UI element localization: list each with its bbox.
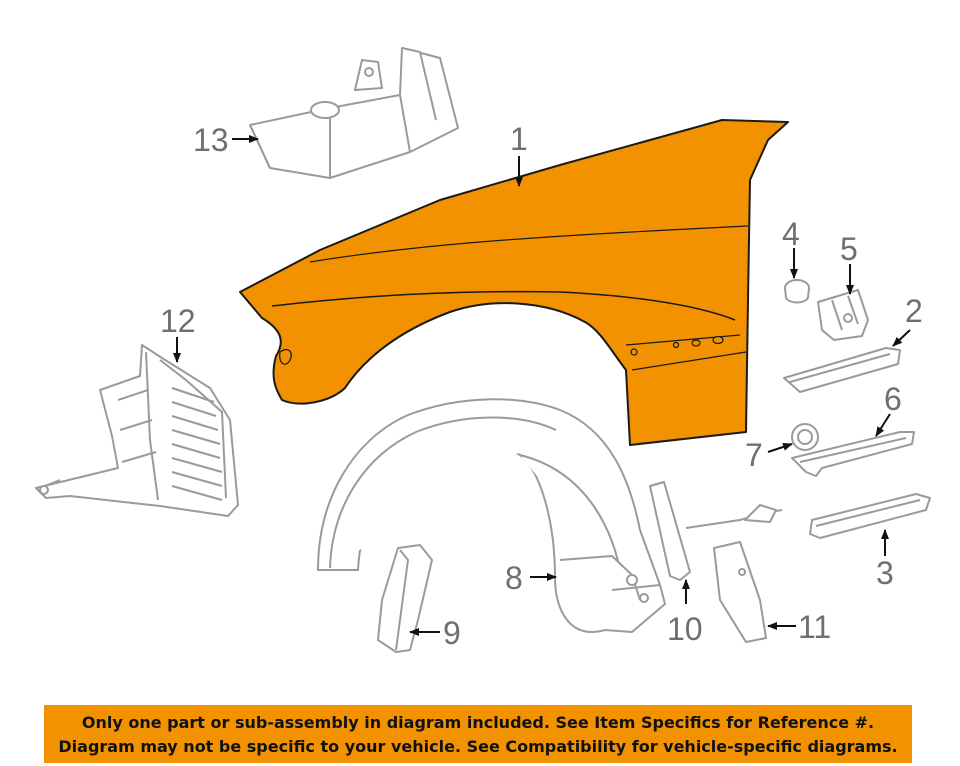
part-12-bumper-bracket[interactable]	[35, 344, 239, 517]
callout-2-arrow	[892, 329, 911, 347]
callout-6: 6	[884, 381, 902, 417]
callout-11: 11	[798, 609, 831, 645]
disclaimer-banner: Only one part or sub-assembly in diagram…	[44, 705, 912, 763]
part-3-moulding[interactable]	[809, 493, 931, 539]
part-4-plug[interactable]	[784, 279, 810, 304]
disclaimer-line-2: Diagram may not be specific to your vehi…	[58, 737, 898, 756]
part-2-moulding[interactable]	[783, 347, 901, 393]
diagram-canvas: 1 2 3 4 5 6 7 8 9 10 11 12 13	[35, 47, 931, 653]
part-5-bracket[interactable]	[817, 289, 869, 341]
callout-5: 5	[840, 231, 858, 267]
part-7-plug[interactable]	[791, 423, 819, 451]
part-6-moulding[interactable]	[791, 431, 915, 477]
part-9-splash-shield[interactable]	[377, 544, 433, 653]
callout-6-arrow	[875, 413, 891, 437]
callout-4: 4	[782, 216, 800, 252]
callout-8: 8	[505, 560, 523, 596]
callout-7-arrow	[767, 443, 793, 453]
callout-arrows	[173, 135, 911, 636]
part-1-fender[interactable]	[239, 119, 789, 446]
part-11-plate[interactable]	[713, 541, 767, 643]
callout-2: 2	[905, 293, 923, 329]
part-10-seal[interactable]	[649, 481, 783, 581]
callout-1: 1	[510, 121, 528, 157]
callout-10: 10	[667, 611, 703, 647]
disclaimer-line-1: Only one part or sub-assembly in diagram…	[81, 713, 875, 732]
callout-13: 13	[193, 122, 229, 158]
callout-12: 12	[160, 303, 196, 339]
callout-9: 9	[443, 615, 461, 651]
part-13-air-duct[interactable]	[249, 47, 459, 179]
part-8-wheelhouse-liner[interactable]	[317, 398, 666, 633]
callout-7: 7	[745, 437, 763, 473]
callout-3: 3	[876, 555, 894, 591]
